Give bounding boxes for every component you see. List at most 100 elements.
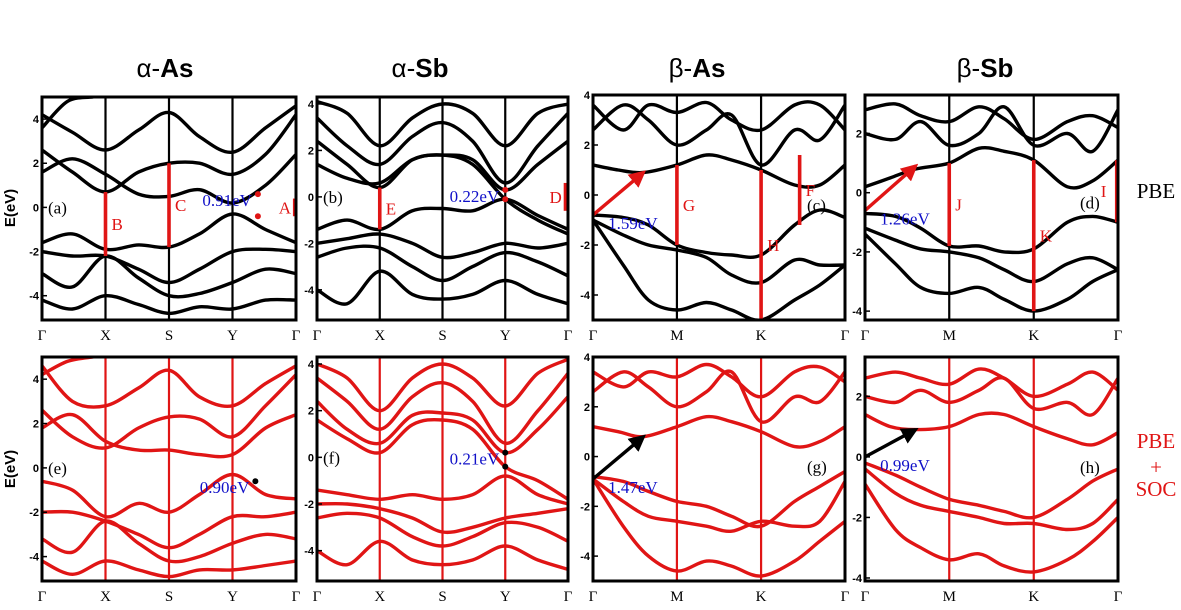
- panel-label: (f): [323, 448, 340, 467]
- x-tick-label: Γ: [564, 589, 573, 605]
- band-line: [865, 376, 1118, 417]
- panel-frame: [863, 355, 1120, 583]
- y-tick-label: -2: [852, 247, 862, 259]
- y-tick-label: 2: [33, 158, 39, 170]
- transition-label: C: [175, 196, 186, 215]
- x-tick-label: Γ: [292, 328, 301, 344]
- title-element: As: [692, 53, 725, 83]
- y-tick-label: -4: [580, 551, 591, 563]
- y-tick-label: -4: [852, 573, 863, 585]
- x-tick-label: S: [438, 589, 446, 605]
- y-tick-label: -4: [29, 291, 40, 303]
- y-tick-label: 4: [308, 99, 315, 111]
- transition-label: E: [386, 200, 396, 219]
- x-tick-label: Y: [227, 589, 238, 605]
- gap-label: 0.91eV: [202, 191, 252, 210]
- y-tick-label: -2: [580, 501, 590, 513]
- gap-arrow: [593, 434, 647, 481]
- x-tick-label: S: [438, 328, 446, 344]
- band-line: [42, 247, 296, 285]
- title-greek: α-: [137, 53, 161, 83]
- band-line: [317, 474, 568, 506]
- x-tick-label: Γ: [1114, 328, 1123, 344]
- panel-frame: [591, 355, 847, 583]
- x-tick-label: Γ: [38, 589, 47, 605]
- transition-label: G: [683, 196, 695, 215]
- band-line: [593, 208, 845, 260]
- y-tick-label: -4: [580, 290, 591, 302]
- column-title: α-Sb: [392, 53, 449, 83]
- band-line: [593, 362, 845, 399]
- y-axis-label: E(eV): [2, 189, 19, 227]
- y-tick-label: 4: [33, 114, 40, 126]
- band-line: [593, 218, 845, 320]
- y-tick-label: -4: [304, 285, 315, 297]
- x-tick-label: Γ: [841, 589, 850, 605]
- band-line: [317, 99, 568, 148]
- panel-plot-area: [42, 97, 296, 320]
- gap-label: 1.59eV: [608, 214, 658, 233]
- y-tick-label: 0: [33, 202, 39, 214]
- y-tick-label: 2: [856, 128, 862, 140]
- band-line: [317, 244, 568, 283]
- gap-label: 0.22eV: [450, 187, 500, 206]
- band-line: [593, 469, 845, 529]
- x-tick-label: X: [100, 328, 111, 344]
- y-tick-label: -2: [304, 238, 314, 250]
- y-tick-label: -4: [304, 546, 315, 558]
- panel-plot-area: [317, 97, 568, 320]
- x-tick-label: X: [374, 328, 385, 344]
- band-line: [865, 411, 1118, 447]
- transition-label: F: [806, 181, 815, 200]
- x-tick-label: Γ: [1114, 589, 1123, 605]
- row-label-line: PBE: [1137, 179, 1176, 203]
- y-tick-label: -2: [580, 240, 590, 252]
- gap-arrow: [865, 163, 919, 212]
- panel-plot-area: [865, 95, 1118, 320]
- panel-label: (c): [807, 196, 826, 215]
- band-line: [42, 113, 296, 194]
- gap-label: 1.47eV: [608, 478, 658, 497]
- band-line: [317, 269, 568, 306]
- band-line: [593, 100, 845, 133]
- panel-label: (h): [1080, 458, 1100, 477]
- title-element: Sb: [415, 53, 448, 83]
- x-tick-label: Γ: [313, 589, 322, 605]
- transition-label: J: [955, 196, 962, 215]
- band-line: [593, 369, 845, 424]
- x-tick-label: Γ: [841, 328, 850, 344]
- title-greek: β-: [669, 53, 693, 83]
- panel-frame: [863, 93, 1120, 322]
- band-line: [865, 482, 1118, 574]
- panel-label: (b): [323, 188, 343, 207]
- band-line: [593, 103, 845, 167]
- gap-point: [252, 478, 259, 485]
- panel-label: (d): [1080, 194, 1100, 213]
- gap-label: 0.99eV: [880, 456, 930, 475]
- band-line: [593, 218, 845, 285]
- gap-label: 0.21eV: [450, 450, 500, 469]
- x-tick-label: S: [165, 328, 173, 344]
- band-line: [317, 153, 568, 236]
- band-line: [865, 105, 1118, 154]
- y-axis-label: E(eV): [2, 450, 19, 488]
- y-tick-label: 0: [856, 452, 862, 464]
- panel-frame: [40, 355, 298, 583]
- y-tick-label: -4: [29, 552, 40, 564]
- x-tick-label: Y: [500, 589, 511, 605]
- band-line: [593, 477, 845, 578]
- band-line: [317, 417, 568, 501]
- band-line: [865, 102, 1118, 142]
- gap-point: [502, 449, 509, 456]
- band-line: [42, 364, 296, 409]
- y-tick-label: 0: [308, 452, 314, 464]
- y-tick-label: 4: [584, 352, 591, 364]
- transition-label: D: [549, 188, 561, 207]
- panel-frame: [591, 93, 847, 322]
